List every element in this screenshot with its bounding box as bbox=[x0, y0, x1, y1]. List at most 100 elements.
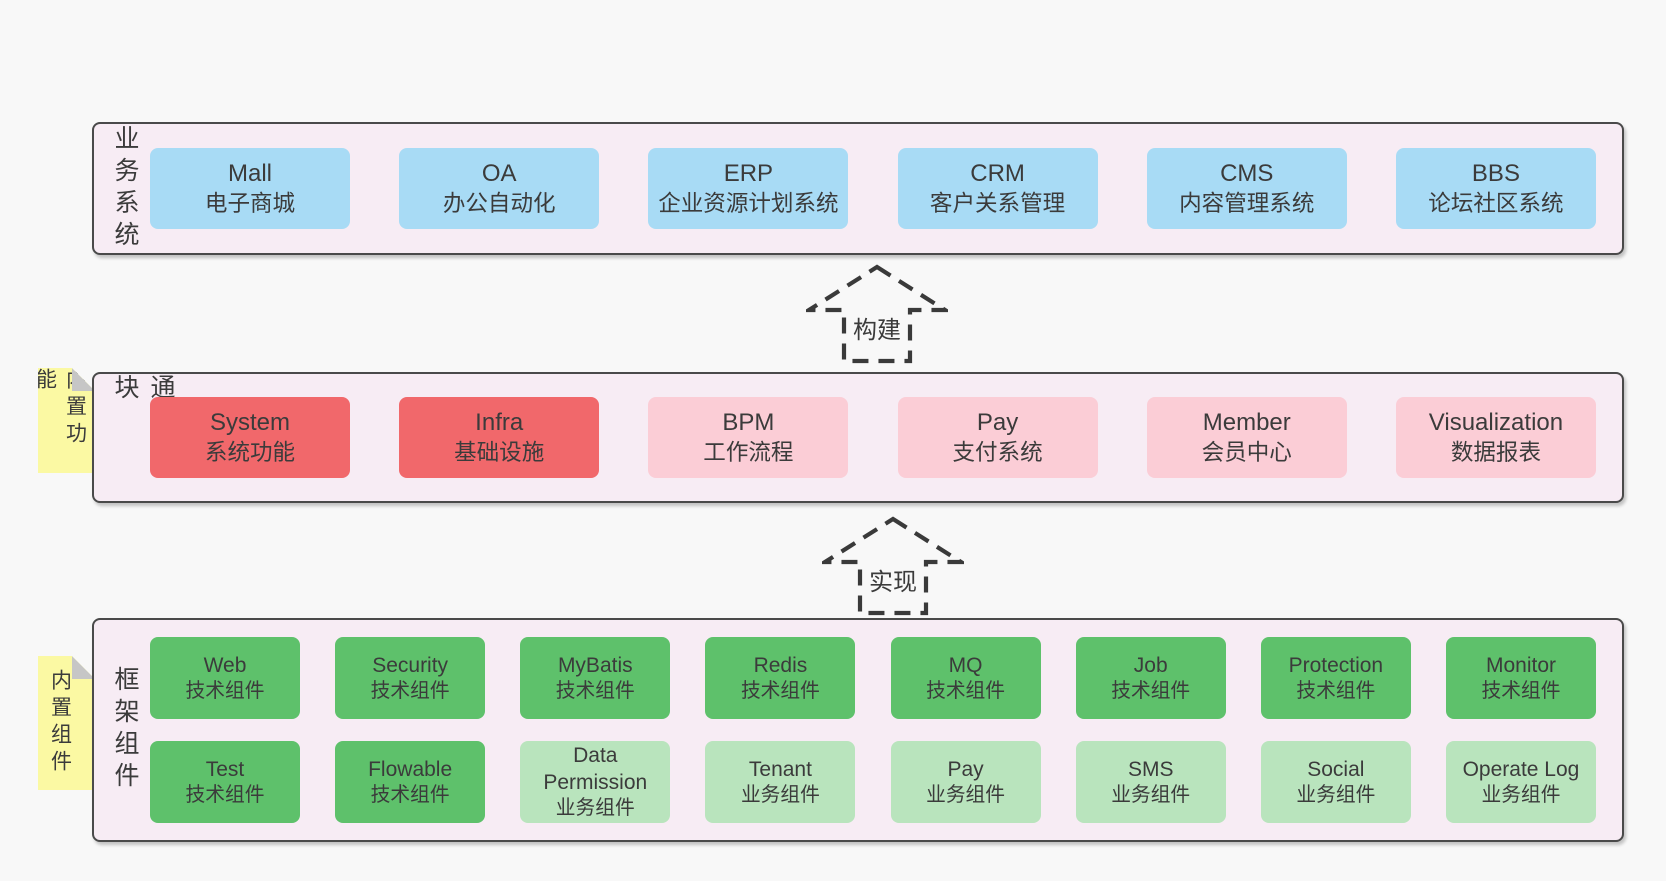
box-zh-label: 技术组件 bbox=[1296, 679, 1376, 702]
box-en-label: BBS bbox=[1471, 160, 1520, 188]
box-monitor: Monitor 技术组件 bbox=[1445, 637, 1596, 719]
box-en-label: MQ bbox=[948, 653, 983, 677]
box-en-label: Social bbox=[1307, 757, 1365, 781]
box-en-label: MyBatis bbox=[557, 653, 633, 677]
layer-rows: Mall 电子商城 OA 办公自动化 ERP 企业资源计划系统 CRM 客户关系… bbox=[150, 124, 1596, 253]
box-zh-label: 办公自动化 bbox=[442, 191, 556, 217]
box-en-label: SMS bbox=[1127, 757, 1174, 781]
box-pay: Pay 支付系统 bbox=[897, 397, 1098, 478]
box-zh-label: 企业资源计划系统 bbox=[658, 191, 839, 217]
box-zh-label: 业务组件 bbox=[555, 796, 635, 819]
box-zh-label: 支付系统 bbox=[952, 440, 1043, 466]
sticky-note-builtin-features: 内置功能 bbox=[38, 368, 95, 473]
box-en-label: Job bbox=[1133, 653, 1168, 677]
box-tenant: Tenant 业务组件 bbox=[705, 741, 856, 823]
box-en-label: BPM bbox=[722, 409, 775, 437]
box-redis: Redis 技术组件 bbox=[705, 637, 856, 719]
box-zh-label: 技术组件 bbox=[555, 679, 635, 702]
box-zh-label: 基础设施 bbox=[454, 440, 545, 466]
box-en-label: Tenant bbox=[748, 757, 812, 781]
layer-label: 框架组件 bbox=[107, 620, 143, 840]
layer-common-modules: 通用模块 System 系统功能 Infra 基础设施 BPM 工作流程 Pay bbox=[92, 372, 1624, 503]
box-en-label: Flowable bbox=[368, 757, 453, 781]
box-oa: OA 办公自动化 bbox=[399, 148, 600, 229]
box-zh-label: 业务组件 bbox=[1296, 783, 1376, 806]
box-mall: Mall 电子商城 bbox=[150, 148, 350, 229]
box-social: Social 业务组件 bbox=[1260, 741, 1411, 823]
box-mybatis: MyBatis 技术组件 bbox=[520, 637, 671, 719]
layer-rows: System 系统功能 Infra 基础设施 BPM 工作流程 Pay 支付系统… bbox=[150, 374, 1596, 501]
sticky-note-label: 内置功能 bbox=[33, 368, 87, 449]
box-system: System 系统功能 bbox=[150, 397, 350, 478]
box-row: Test 技术组件 Flowable 技术组件 Data Permission … bbox=[150, 741, 1596, 823]
box-zh-label: 业务组件 bbox=[1111, 783, 1191, 806]
box-zh-label: 技术组件 bbox=[185, 679, 265, 702]
box-zh-label: 会员中心 bbox=[1201, 440, 1292, 466]
box-en-label: CRM bbox=[970, 160, 1025, 188]
block-arrow-up-icon bbox=[822, 516, 964, 616]
box-zh-label: 数据报表 bbox=[1450, 440, 1542, 466]
box-erp: ERP 企业资源计划系统 bbox=[648, 148, 849, 229]
layer-label-text: 框架组件 bbox=[111, 666, 139, 794]
arrow-implement: 实现 bbox=[822, 516, 964, 616]
box-en-label: Visualization bbox=[1428, 409, 1564, 437]
box-pay-business: Pay 业务组件 bbox=[890, 741, 1041, 823]
box-test: Test 技术组件 bbox=[150, 741, 300, 823]
box-zh-label: 技术组件 bbox=[740, 679, 820, 702]
box-row: Mall 电子商城 OA 办公自动化 ERP 企业资源计划系统 CRM 客户关系… bbox=[150, 148, 1596, 229]
box-mq: MQ 技术组件 bbox=[890, 637, 1041, 719]
box-en-label: Mall bbox=[227, 160, 272, 188]
box-infra: Infra 基础设施 bbox=[399, 397, 600, 478]
layer-label-text: 业务系统 bbox=[111, 124, 139, 253]
box-row: Web 技术组件 Security 技术组件 MyBatis 技术组件 Redi… bbox=[150, 637, 1596, 719]
box-member: Member 会员中心 bbox=[1146, 397, 1347, 478]
box-en-label: Monitor bbox=[1485, 653, 1556, 677]
arrow-label: 实现 bbox=[869, 569, 917, 596]
box-sms: SMS 业务组件 bbox=[1075, 741, 1226, 823]
layer-rows: Web 技术组件 Security 技术组件 MyBatis 技术组件 Redi… bbox=[150, 620, 1596, 840]
box-zh-label: 内容管理系统 bbox=[1179, 191, 1315, 217]
box-zh-label: 技术组件 bbox=[926, 679, 1006, 702]
box-security: Security 技术组件 bbox=[335, 637, 486, 719]
box-en-label: Pay bbox=[947, 757, 984, 781]
box-en-label: Infra bbox=[475, 409, 524, 437]
sticky-note-label: 内置组件 bbox=[48, 669, 72, 777]
box-flowable: Flowable 技术组件 bbox=[335, 741, 486, 823]
box-visualization: Visualization 数据报表 bbox=[1395, 397, 1596, 478]
box-en-label: Web bbox=[203, 653, 247, 677]
layer-business-systems: 业务系统 Mall 电子商城 OA 办公自动化 ERP 企业资源计划系统 CRM bbox=[92, 122, 1624, 255]
box-zh-label: 业务组件 bbox=[926, 783, 1006, 806]
box-zh-label: 技术组件 bbox=[370, 783, 450, 806]
box-zh-label: 业务组件 bbox=[740, 783, 820, 806]
box-web: Web 技术组件 bbox=[150, 637, 300, 719]
box-en-label: CMS bbox=[1220, 160, 1274, 188]
layer-framework-components: 框架组件 Web 技术组件 Security 技术组件 MyBatis 技术组件… bbox=[92, 618, 1624, 842]
box-zh-label: 技术组件 bbox=[370, 679, 450, 702]
box-protection: Protection 技术组件 bbox=[1260, 637, 1411, 719]
arrow-label: 构建 bbox=[853, 317, 901, 344]
box-en-label: Protection bbox=[1288, 653, 1384, 677]
box-bbs: BBS 论坛社区系统 bbox=[1395, 148, 1596, 229]
box-en-label: Test bbox=[205, 757, 245, 781]
box-job: Job 技术组件 bbox=[1075, 637, 1226, 719]
arrow-build: 构建 bbox=[806, 264, 948, 364]
block-arrow-up-icon bbox=[806, 264, 948, 364]
box-data-permission: Data Permission 业务组件 bbox=[520, 741, 671, 823]
box-zh-label: 论坛社区系统 bbox=[1428, 191, 1564, 217]
box-zh-label: 技术组件 bbox=[185, 783, 265, 806]
sticky-note-builtin-components: 内置组件 bbox=[38, 656, 95, 790]
box-operate-log: Operate Log 业务组件 bbox=[1445, 741, 1596, 823]
box-en-label: ERP bbox=[723, 160, 774, 188]
box-en-label: Security bbox=[372, 653, 449, 677]
box-zh-label: 客户关系管理 bbox=[929, 191, 1066, 217]
box-row: System 系统功能 Infra 基础设施 BPM 工作流程 Pay 支付系统… bbox=[150, 397, 1596, 478]
layer-label: 业务系统 bbox=[107, 124, 143, 253]
box-en-label: Member bbox=[1202, 409, 1291, 437]
box-zh-label: 技术组件 bbox=[1481, 679, 1561, 702]
box-en-label: Pay bbox=[976, 409, 1019, 437]
box-cms: CMS 内容管理系统 bbox=[1146, 148, 1347, 229]
box-en-label: Operate Log bbox=[1462, 757, 1580, 781]
box-bpm: BPM 工作流程 bbox=[648, 397, 849, 478]
box-en-label: Redis bbox=[753, 653, 808, 677]
